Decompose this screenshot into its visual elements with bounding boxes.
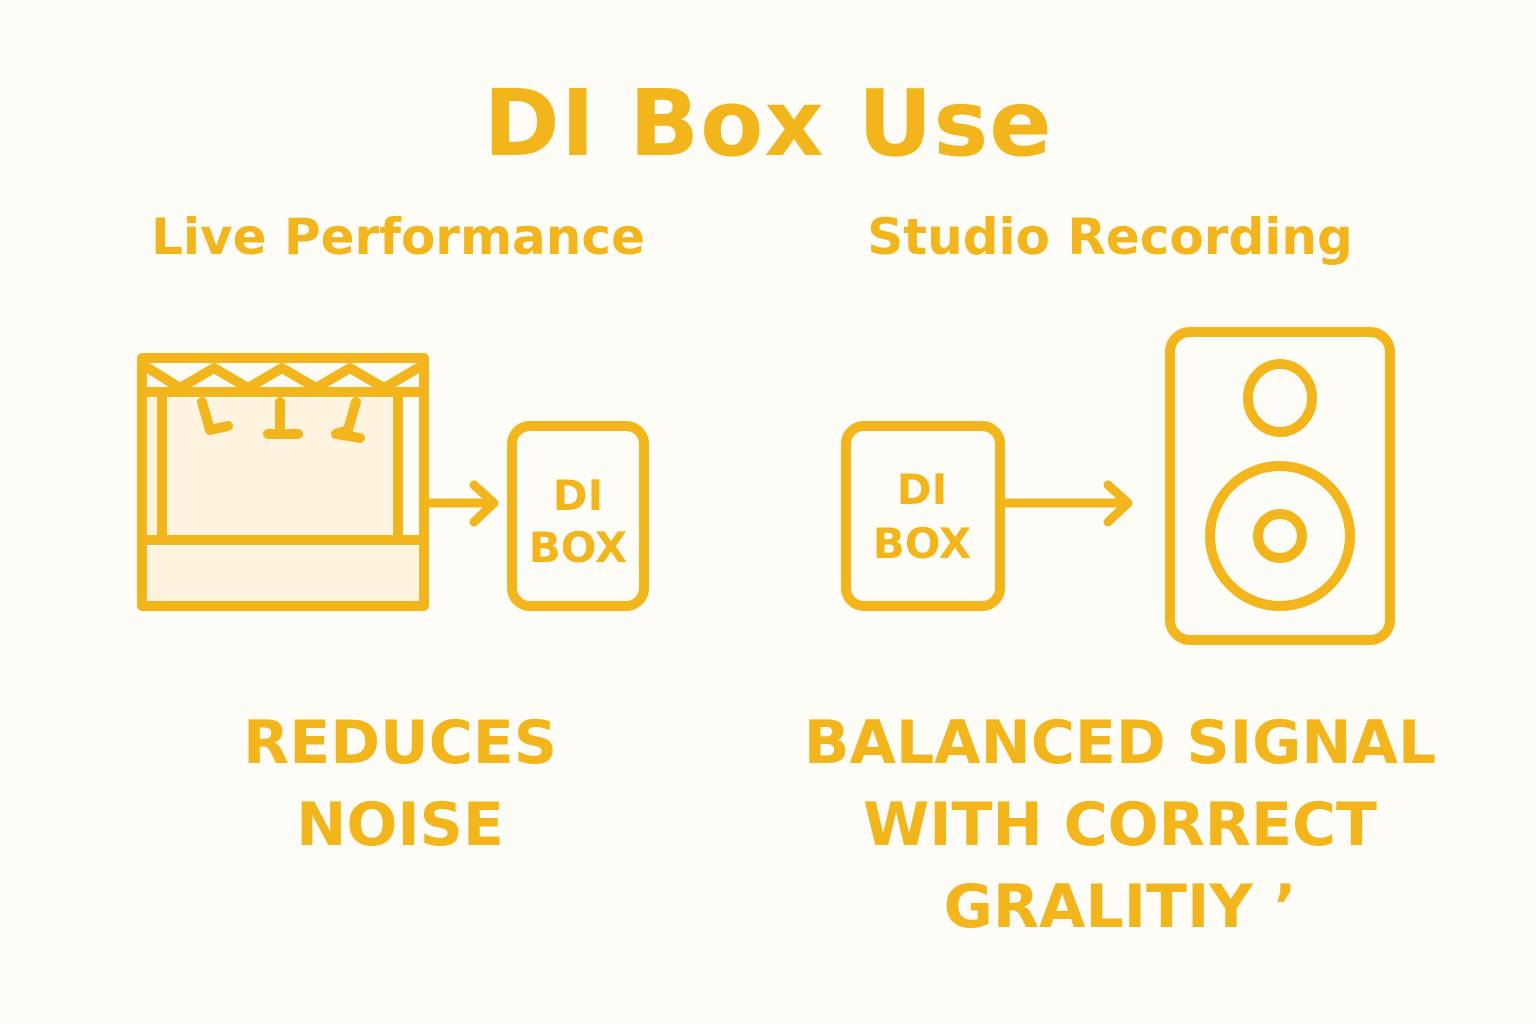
di-box-right: DI BOX [841,421,1005,611]
speaker-icon [1165,327,1395,645]
caption-line: NOISE [296,790,504,860]
studio-recording-caption: BALANCED SIGNAL WITH CORRECT GRALITIY ’ [790,702,1450,948]
stage-icon [137,353,429,611]
caption-line: BALANCED SIGNAL [803,708,1437,778]
caption-line: GRALITIY ’ [943,872,1297,942]
caption-line: REDUCES [243,708,557,778]
live-performance-heading: Live Performance [151,208,645,266]
arrow-to-speaker [995,480,1133,527]
diagram-title: DI Box Use [483,70,1053,177]
live-performance-caption: REDUCES NOISE [150,702,650,866]
di-box-right-line2: BOX [873,519,972,568]
studio-recording-heading: Studio Recording [867,208,1353,266]
di-box-left-line2: BOX [529,523,628,572]
di-box-left: DI BOX [507,421,649,611]
arrow-to-di-box [421,480,499,527]
di-box-right-line1: DI [897,465,948,514]
di-box-left-line1: DI [553,471,604,520]
caption-line: WITH CORRECT [863,790,1377,860]
